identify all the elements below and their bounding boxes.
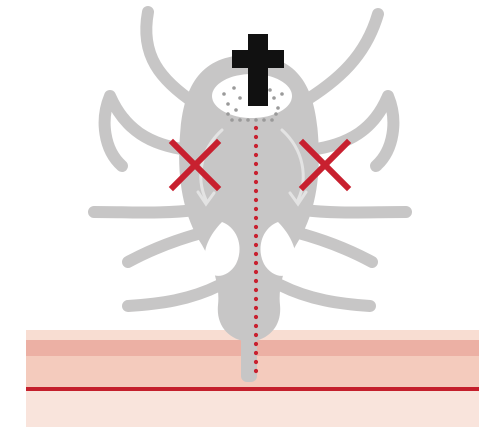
tick-leg xyxy=(295,232,372,262)
head-dot xyxy=(238,118,242,122)
head-dot xyxy=(222,92,226,96)
center-dot xyxy=(254,234,258,238)
tick-leg xyxy=(128,232,205,262)
center-dot xyxy=(254,297,258,301)
head-dot xyxy=(232,86,236,90)
center-dot xyxy=(254,279,258,283)
head-dot xyxy=(270,118,274,122)
center-dot xyxy=(254,153,258,157)
center-dot xyxy=(254,216,258,220)
center-dot xyxy=(254,135,258,139)
center-dot xyxy=(254,288,258,292)
head-dot xyxy=(274,112,278,116)
skin-blood-vessel-line xyxy=(26,387,479,391)
center-dot xyxy=(254,270,258,274)
head-dot xyxy=(276,106,280,110)
center-dot xyxy=(254,333,258,337)
head-dot xyxy=(268,88,272,92)
center-dot xyxy=(254,180,258,184)
center-dot xyxy=(254,225,258,229)
center-dot xyxy=(254,351,258,355)
center-dot xyxy=(254,360,258,364)
head-dot xyxy=(234,108,238,112)
tick-leg xyxy=(94,210,195,213)
center-dot xyxy=(254,198,258,202)
tick-leg xyxy=(146,12,196,104)
skin-bottom-layer xyxy=(26,391,479,427)
tick-leg xyxy=(280,285,370,306)
tick-mouthpart xyxy=(241,330,257,382)
head-dot xyxy=(280,92,284,96)
head-dot xyxy=(238,96,242,100)
center-dot xyxy=(254,207,258,211)
head-dot xyxy=(272,96,276,100)
tick-leg xyxy=(128,285,220,306)
head-dot xyxy=(230,118,234,122)
head-dot xyxy=(226,102,230,106)
center-dot xyxy=(254,243,258,247)
center-dot xyxy=(254,162,258,166)
head-dot xyxy=(226,112,230,116)
center-dot xyxy=(254,342,258,346)
center-dot xyxy=(254,144,258,148)
center-dot xyxy=(254,252,258,256)
tick-leg xyxy=(105,96,188,166)
head-dot xyxy=(262,118,266,122)
center-dot xyxy=(254,315,258,319)
tick-leg xyxy=(310,96,393,166)
head-dot xyxy=(254,118,258,122)
center-dot xyxy=(254,126,258,130)
center-dot xyxy=(254,171,258,175)
tick-leg xyxy=(300,14,378,104)
head-dot xyxy=(246,118,250,122)
center-dot xyxy=(254,324,258,328)
center-dot xyxy=(254,306,258,310)
center-dot xyxy=(254,369,258,373)
center-dot xyxy=(254,261,258,265)
tick-leg xyxy=(304,210,406,213)
center-dot xyxy=(254,189,258,193)
